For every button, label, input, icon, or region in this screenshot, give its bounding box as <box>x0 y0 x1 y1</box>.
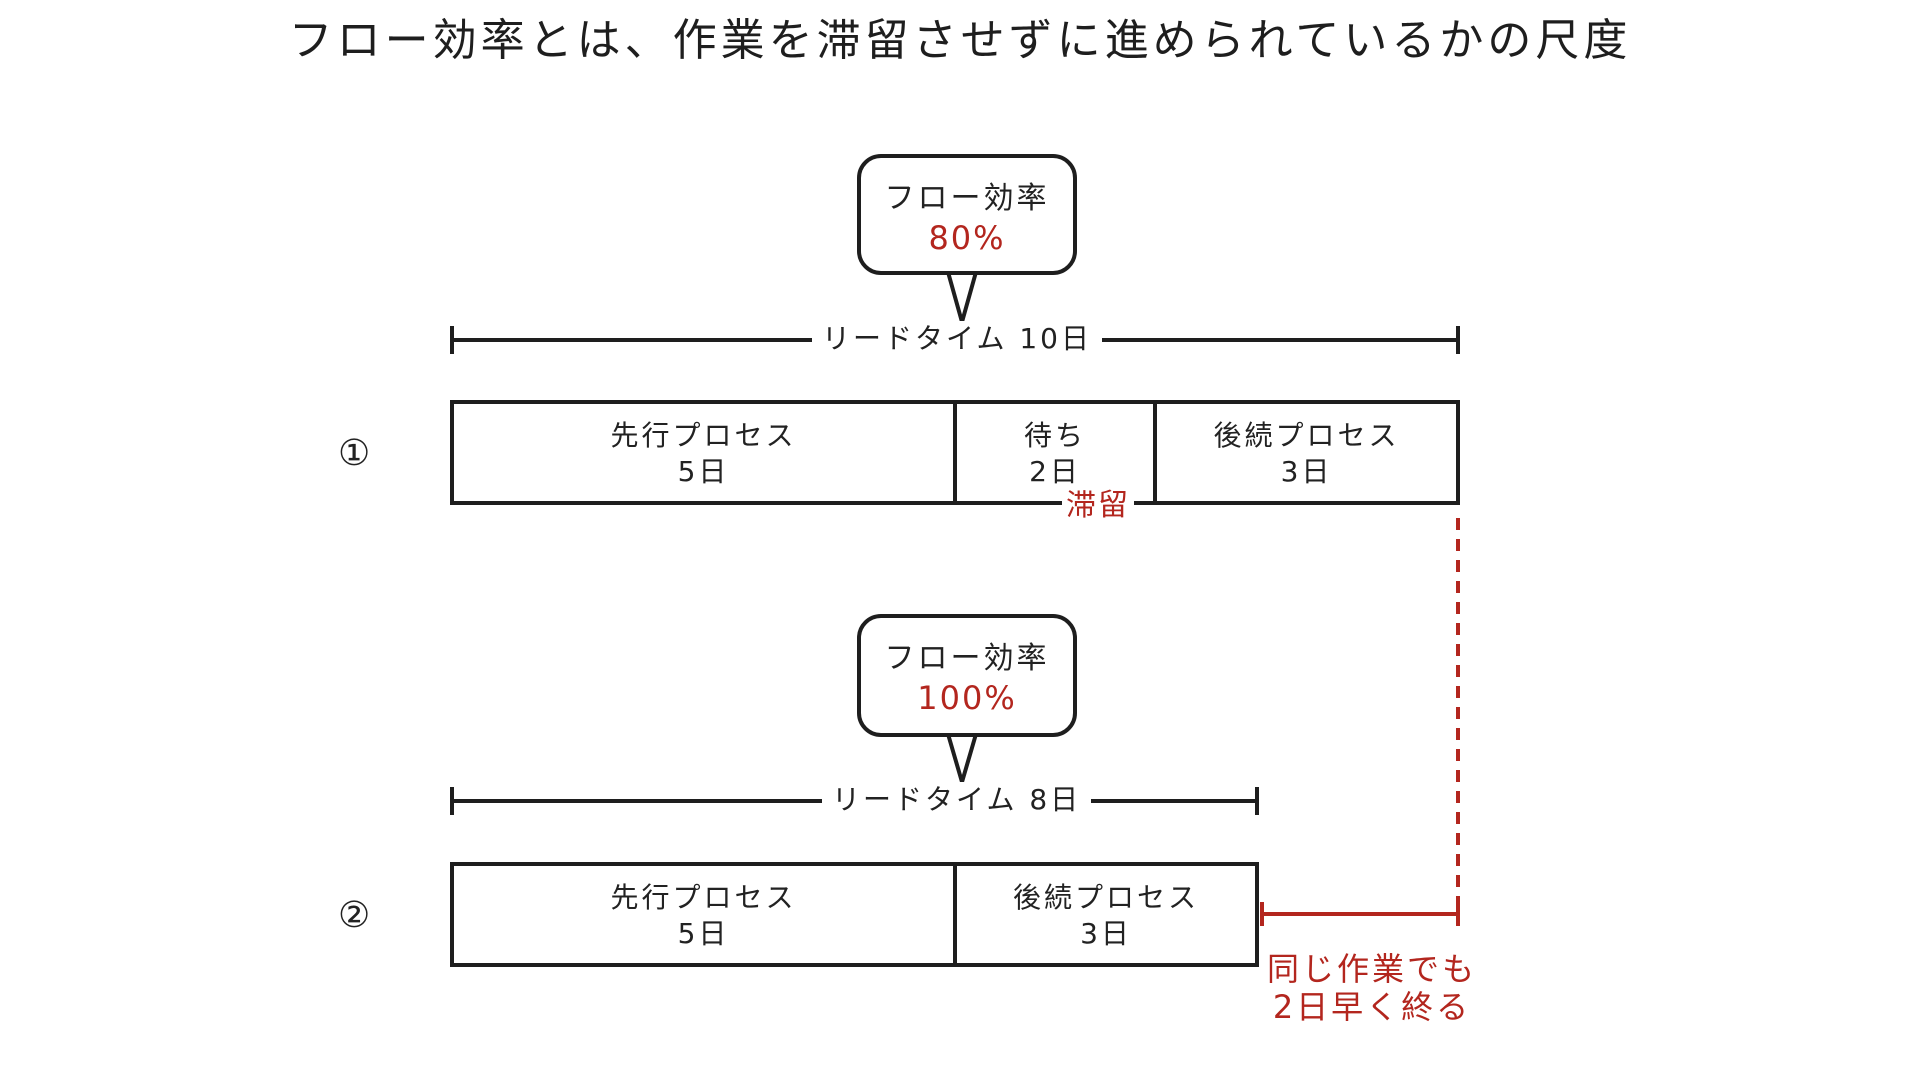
segment-following-process: 後続プロセス 3日 <box>1155 418 1458 490</box>
segment-name: 待ち <box>1023 419 1086 452</box>
segment-wait: 待ち 2日 <box>955 418 1155 490</box>
segment-days: 3日 <box>1080 917 1132 950</box>
flow-efficiency-label: フロー効率 <box>884 641 1050 676</box>
flow-efficiency-value: 80% <box>928 219 1006 257</box>
flow-efficiency-bubble-2: フロー効率 100% <box>857 614 1077 737</box>
page-title: フロー効率とは、作業を滞留させずに進められているかの尺度 <box>288 15 1632 66</box>
segment-name: 後続プロセス <box>1012 881 1199 914</box>
scenario-marker-2: ② <box>338 895 371 936</box>
saving-note: 同じ作業でも 2日早く終る <box>1262 950 1482 1026</box>
segment-days: 2日 <box>1029 455 1081 488</box>
bubble-tail-2 <box>946 733 978 784</box>
flow-efficiency-label: フロー効率 <box>884 181 1050 216</box>
lead-time-label-1: リードタイム 10日 <box>812 321 1102 357</box>
saving-note-line-2: 2日早く終る <box>1272 988 1472 1026</box>
segment-name: 後続プロセス <box>1213 419 1400 452</box>
scenario-marker-1: ① <box>338 433 371 474</box>
segment-days: 5日 <box>677 917 730 950</box>
process-bar-2 <box>450 862 1259 967</box>
flow-efficiency-value: 100% <box>917 679 1017 717</box>
segment-name: 先行プロセス <box>610 419 797 452</box>
segment-days: 3日 <box>1280 455 1333 488</box>
stagnation-note: 滞留 <box>1062 488 1134 524</box>
bubble-tail-1 <box>946 271 978 324</box>
flow-efficiency-bubble-1: フロー効率 80% <box>857 154 1077 275</box>
saving-note-line-1: 同じ作業でも <box>1266 950 1477 988</box>
segment-following-process: 後続プロセス 3日 <box>955 880 1257 952</box>
segment-days: 5日 <box>677 455 730 488</box>
lead-time-label-2: リードタイム 8日 <box>822 782 1092 818</box>
segment-name: 先行プロセス <box>610 881 797 914</box>
segment-preceding-process: 先行プロセス 5日 <box>452 418 955 490</box>
segment-preceding-process: 先行プロセス 5日 <box>452 880 955 952</box>
